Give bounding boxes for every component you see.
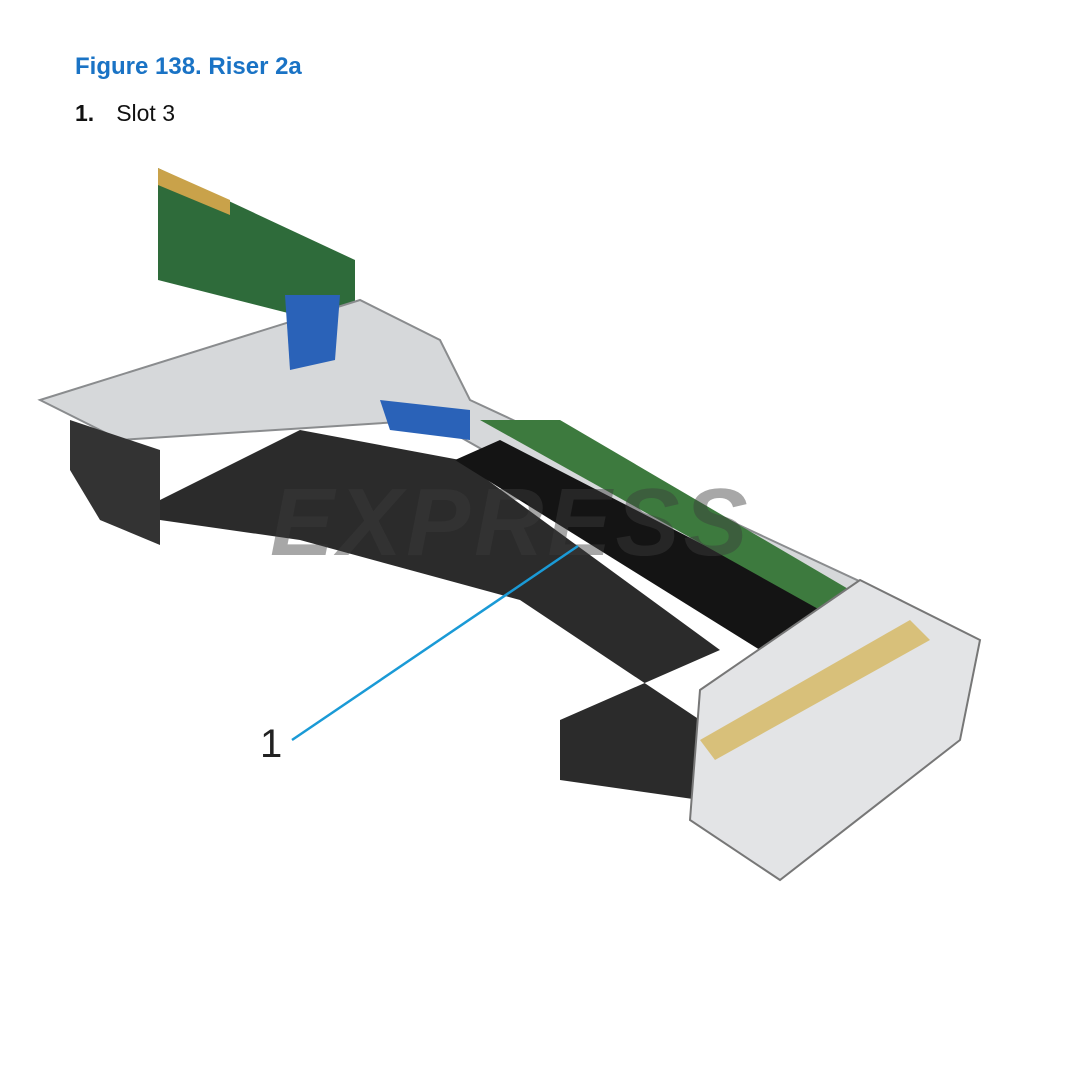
figure-caption: Figure 138. Riser 2a xyxy=(75,53,302,80)
callout-label: 1 xyxy=(260,722,283,766)
figure-legend: 1. Slot 3 xyxy=(75,100,175,127)
legend-label: Slot 3 xyxy=(116,100,176,126)
legend-number: 1. xyxy=(75,100,95,126)
watermark-text: EXPRESS xyxy=(270,469,752,576)
riser-card-illustration xyxy=(37,168,982,882)
